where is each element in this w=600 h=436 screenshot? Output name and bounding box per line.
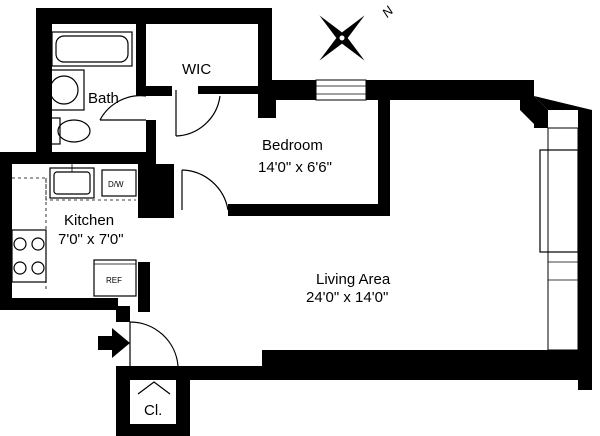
dishwasher-label: D/W [108, 180, 124, 189]
entry-arrow-icon [98, 328, 130, 358]
kitchen-dimensions: 7'0" x 7'0" [58, 231, 124, 248]
living-area-label: Living Area [316, 271, 391, 288]
toilet [47, 117, 91, 145]
compass-rose-icon [319, 15, 365, 61]
kitchen-label: Kitchen [64, 212, 114, 229]
doors [99, 90, 229, 395]
refrigerator [93, 259, 137, 297]
bedroom-label: Bedroom [262, 137, 323, 154]
bath-label: Bath [88, 90, 119, 107]
windows [315, 79, 579, 351]
wic-label: WIC [182, 61, 211, 78]
bedroom-dimensions: 14'0" x 6'6" [258, 159, 332, 176]
stove [11, 229, 47, 283]
kitchen-counter [12, 162, 137, 290]
walls [0, 8, 592, 436]
refrigerator-label: REF [106, 276, 122, 285]
sink-vanity [43, 69, 85, 111]
bathtub [51, 31, 133, 67]
compass-north-label: N [379, 3, 397, 21]
living-area-dimensions: 24'0" x 14'0" [306, 289, 388, 306]
closet-label: Cl. [144, 402, 162, 419]
